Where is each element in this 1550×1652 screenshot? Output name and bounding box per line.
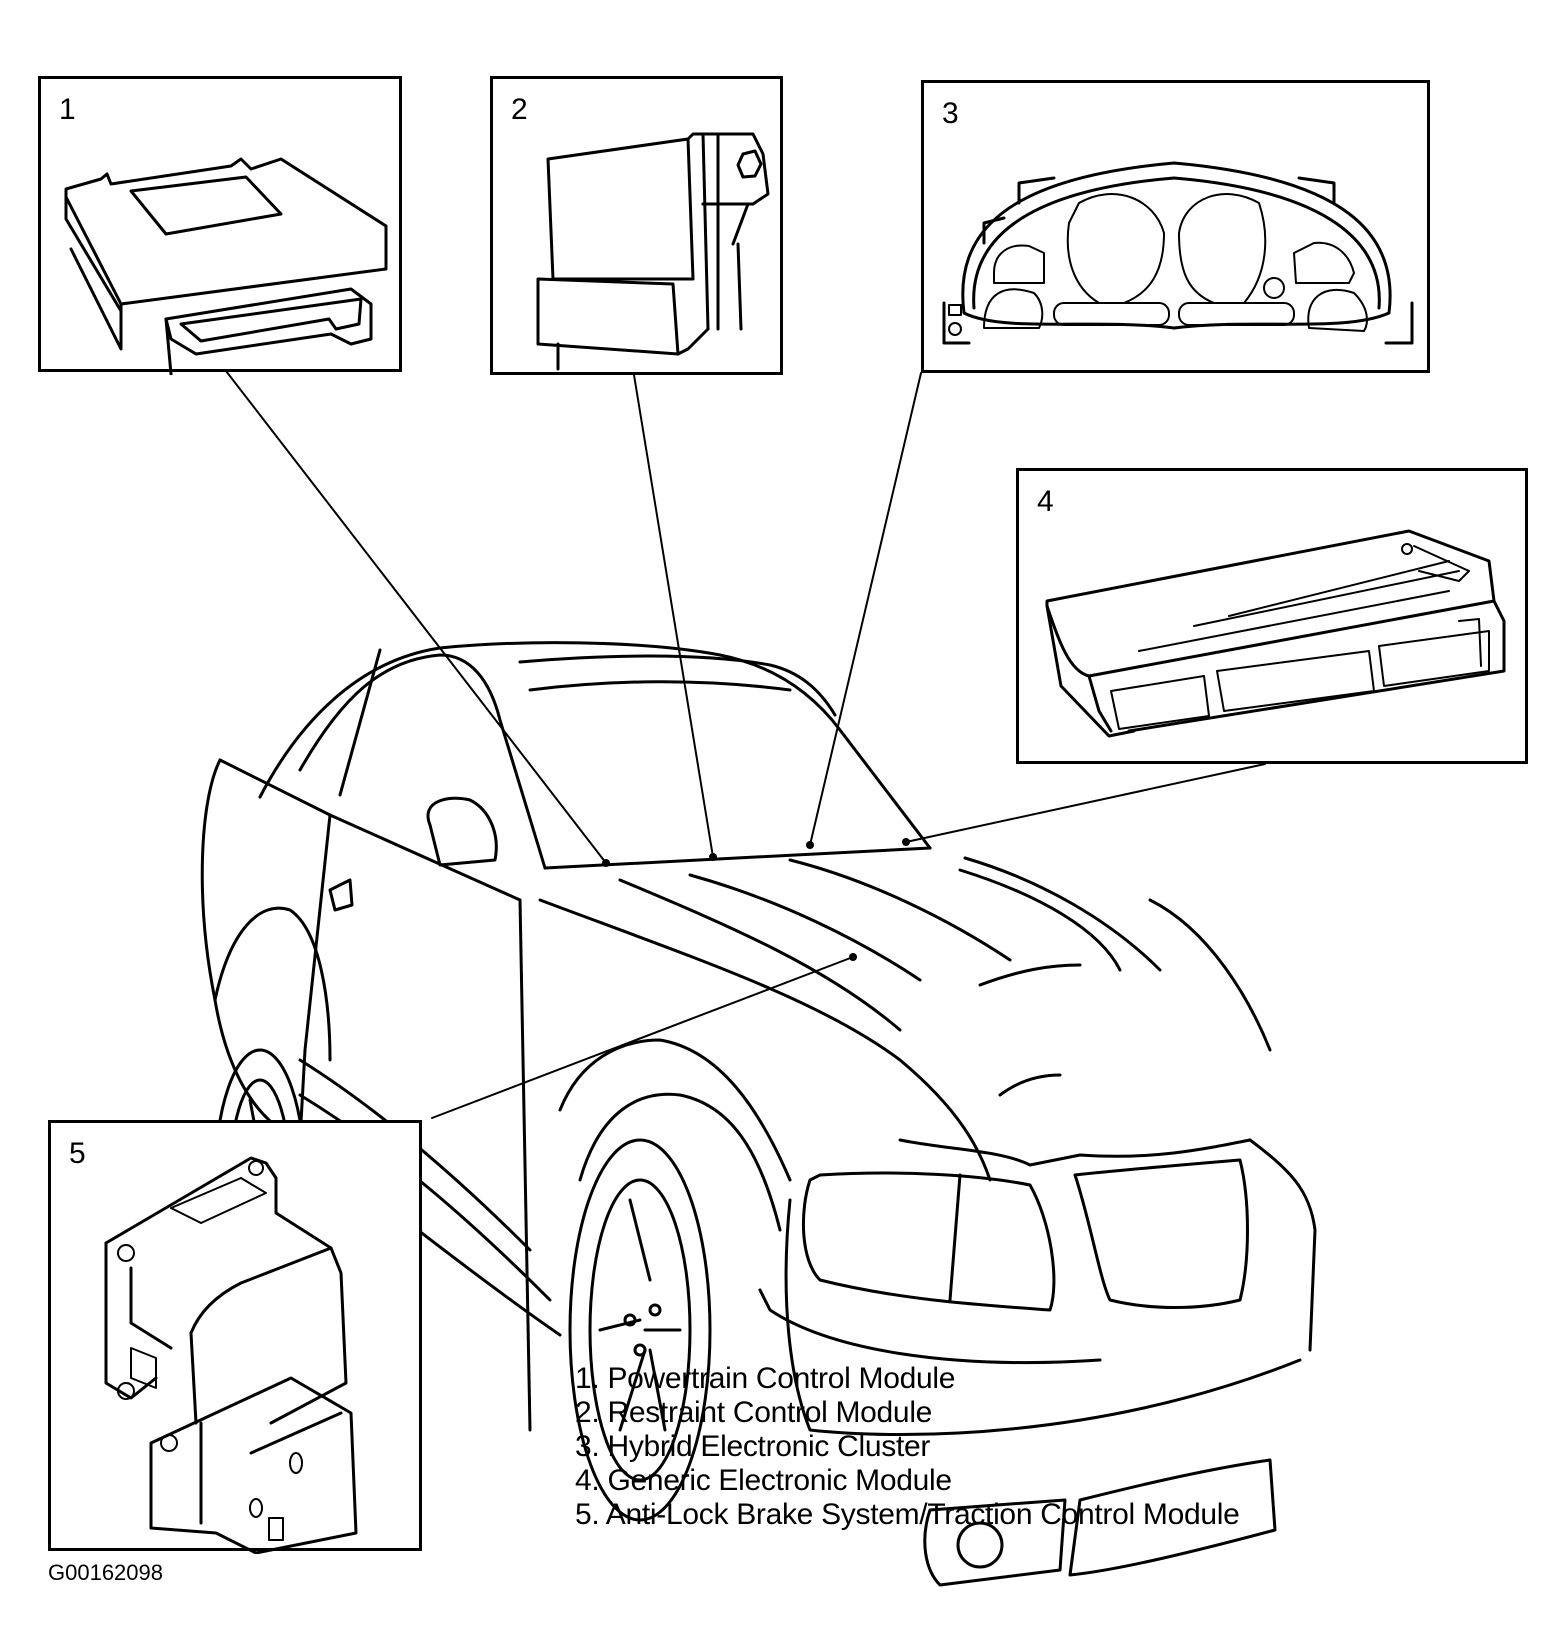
generic-electronic-module-icon [1045, 529, 1506, 738]
panel-1-powertrain-control-module: 1 [38, 76, 402, 375]
leader-dot-4 [902, 838, 910, 846]
legend-item: 5. Anti-Lock Brake System/Traction Contr… [575, 1498, 1240, 1531]
legend-item: 4. Generic Electronic Module [575, 1464, 952, 1497]
panel-3-hybrid-electronic-cluster: 3 [921, 80, 1430, 373]
figure-id: G00162098 [48, 1560, 163, 1585]
panel-number: 5 [69, 1137, 86, 1170]
legend-item: 3. Hybrid Electronic Cluster [575, 1430, 931, 1463]
panel-number: 3 [942, 97, 959, 130]
instrument-cluster-icon [942, 161, 1414, 345]
leader-line-4 [905, 763, 1266, 843]
leader-dot-3 [806, 841, 814, 849]
legend-item: 2. Restraint Control Module [575, 1396, 933, 1429]
leader-line-2 [633, 374, 714, 858]
panel-5-abs-traction-control-module: 5 [48, 1120, 422, 1554]
legend-item: 1. Powertrain Control Module [575, 1362, 956, 1395]
panel-number: 4 [1037, 485, 1054, 518]
powertrain-control-module-icon [64, 157, 388, 375]
panel-4-generic-electronic-module: 4 [1016, 468, 1528, 764]
panel-number: 1 [59, 93, 76, 126]
panel-2-restraint-control-module: 2 [490, 76, 783, 375]
leader-dot-5 [849, 953, 857, 961]
leader-line-3 [809, 372, 922, 846]
abs-traction-control-module-icon [104, 1156, 358, 1554]
leader-line-5 [431, 956, 854, 1119]
component-legend: 1. Powertrain Control Module 2. Restrain… [575, 1362, 1240, 1532]
leader-line-1 [225, 370, 607, 864]
restraint-control-module-icon [536, 132, 770, 371]
panel-number: 2 [511, 93, 528, 126]
